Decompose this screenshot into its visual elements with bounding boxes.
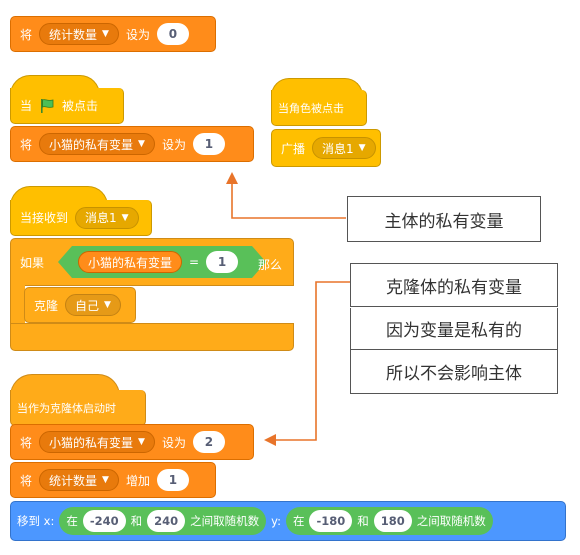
clone-label: 克隆 xyxy=(34,298,59,313)
clicked-label: 被点击 xyxy=(62,99,99,113)
equals-sign: = xyxy=(189,255,200,269)
private-variable-dropdown[interactable]: 小猫的私有变量▼ xyxy=(39,133,155,155)
arrow-line-clone xyxy=(276,281,350,441)
when-receive-block[interactable]: 当接收到 消息1▼ xyxy=(10,200,152,236)
private-value-input-2[interactable]: 2 xyxy=(192,431,225,453)
if-label: 如果 xyxy=(20,255,45,270)
private-variable-reporter[interactable]: 小猫的私有变量 xyxy=(78,251,182,273)
green-flag-icon xyxy=(41,98,54,113)
random-in-label: 在 xyxy=(292,514,305,528)
set-private-var-block-2[interactable]: 将 小猫的私有变量▼ 设为 2 xyxy=(10,424,254,460)
set-verb: 将 xyxy=(20,137,33,152)
random-y-max-input[interactable]: 180 xyxy=(373,510,412,532)
set-counter-block[interactable]: 将 统计数量▼ 设为 0 xyxy=(10,16,216,52)
random-x-max-input[interactable]: 240 xyxy=(147,510,186,532)
goto-x-label: 移到 x: xyxy=(17,514,55,528)
set-verb: 将 xyxy=(20,435,33,450)
set-to-label: 设为 xyxy=(125,27,150,42)
broadcast-block[interactable]: 广播 消息1▼ xyxy=(271,129,381,167)
clone-block[interactable]: 克隆 自己▼ xyxy=(24,287,136,323)
goto-y-label: y: xyxy=(271,514,281,528)
compare-value-input[interactable]: 1 xyxy=(206,251,238,273)
random-range-label: 之间取随机数 xyxy=(416,514,486,528)
when-flag-clicked-block[interactable]: 当 被点击 xyxy=(10,88,124,124)
then-label: 那么 xyxy=(258,258,283,272)
set-verb: 将 xyxy=(20,27,33,42)
arrow-head-clone xyxy=(264,434,276,446)
chevron-down-icon: ▼ xyxy=(121,212,129,223)
clone-target-dropdown[interactable]: 自己▼ xyxy=(65,294,121,316)
chevron-down-icon: ▼ xyxy=(102,475,109,485)
change-counter-block[interactable]: 将 统计数量▼ 增加 1 xyxy=(10,462,216,498)
private-value-input[interactable]: 1 xyxy=(192,133,225,155)
random-range-label: 之间取随机数 xyxy=(190,514,260,528)
random-x-reporter[interactable]: 在 -240 和 240 之间取随机数 xyxy=(59,507,267,535)
chevron-down-icon: ▼ xyxy=(104,300,111,310)
counter-variable-dropdown-2[interactable]: 统计数量▼ xyxy=(39,469,119,491)
when-sprite-clicked-block[interactable]: 当角色被点击 xyxy=(271,90,367,126)
annotation-main-private: 主体的私有变量 xyxy=(347,196,541,242)
annotation-clone-private: 克隆体的私有变量 xyxy=(350,263,558,307)
goto-xy-block[interactable]: 移到 x: 在 -240 和 240 之间取随机数 y: 在 -180 和 18… xyxy=(10,501,566,541)
annotation-no-affect-main: 所以不会影响主体 xyxy=(350,350,558,394)
receive-label: 当接收到 xyxy=(20,211,69,225)
set-to-label: 设为 xyxy=(161,137,186,152)
when-label: 当 xyxy=(20,99,33,113)
chevron-down-icon: ▼ xyxy=(102,29,109,39)
if-block-left-arm xyxy=(10,285,25,325)
arrow-head-main xyxy=(226,172,238,184)
change-value-input[interactable]: 1 xyxy=(156,469,189,491)
broadcast-label: 广播 xyxy=(281,141,306,156)
change-by-label: 增加 xyxy=(125,473,150,488)
arrow-line-main xyxy=(231,182,346,219)
set-private-var-block[interactable]: 将 小猫的私有变量▼ 设为 1 xyxy=(10,126,254,162)
when-start-as-clone-block[interactable]: 当作为克隆体启动时 xyxy=(10,390,146,426)
change-verb: 将 xyxy=(20,473,33,488)
random-and-label: 和 xyxy=(357,514,369,528)
sprite-clicked-label: 当角色被点击 xyxy=(278,101,344,115)
counter-value-input[interactable]: 0 xyxy=(156,23,189,45)
chevron-down-icon: ▼ xyxy=(138,139,145,149)
annotation-because-private: 因为变量是私有的 xyxy=(350,308,558,350)
set-to-label: 设为 xyxy=(161,435,186,450)
random-in-label: 在 xyxy=(66,514,78,528)
if-block-bottom xyxy=(10,323,294,351)
random-y-reporter[interactable]: 在 -180 和 180 之间取随机数 xyxy=(285,507,493,535)
random-y-min-input[interactable]: -180 xyxy=(309,510,353,532)
random-and-label: 和 xyxy=(130,514,143,528)
equals-operator-block[interactable]: 小猫的私有变量 = 1 xyxy=(58,246,266,278)
chevron-down-icon: ▼ xyxy=(138,437,145,447)
broadcast-message-dropdown[interactable]: 消息1▼ xyxy=(312,137,376,159)
random-x-min-input[interactable]: -240 xyxy=(82,510,126,532)
counter-variable-dropdown[interactable]: 统计数量▼ xyxy=(39,23,119,45)
private-variable-dropdown[interactable]: 小猫的私有变量▼ xyxy=(39,431,155,453)
chevron-down-icon: ▼ xyxy=(358,143,366,153)
receive-message-dropdown[interactable]: 消息1▼ xyxy=(75,206,139,229)
clone-start-label: 当作为克隆体启动时 xyxy=(17,401,116,415)
